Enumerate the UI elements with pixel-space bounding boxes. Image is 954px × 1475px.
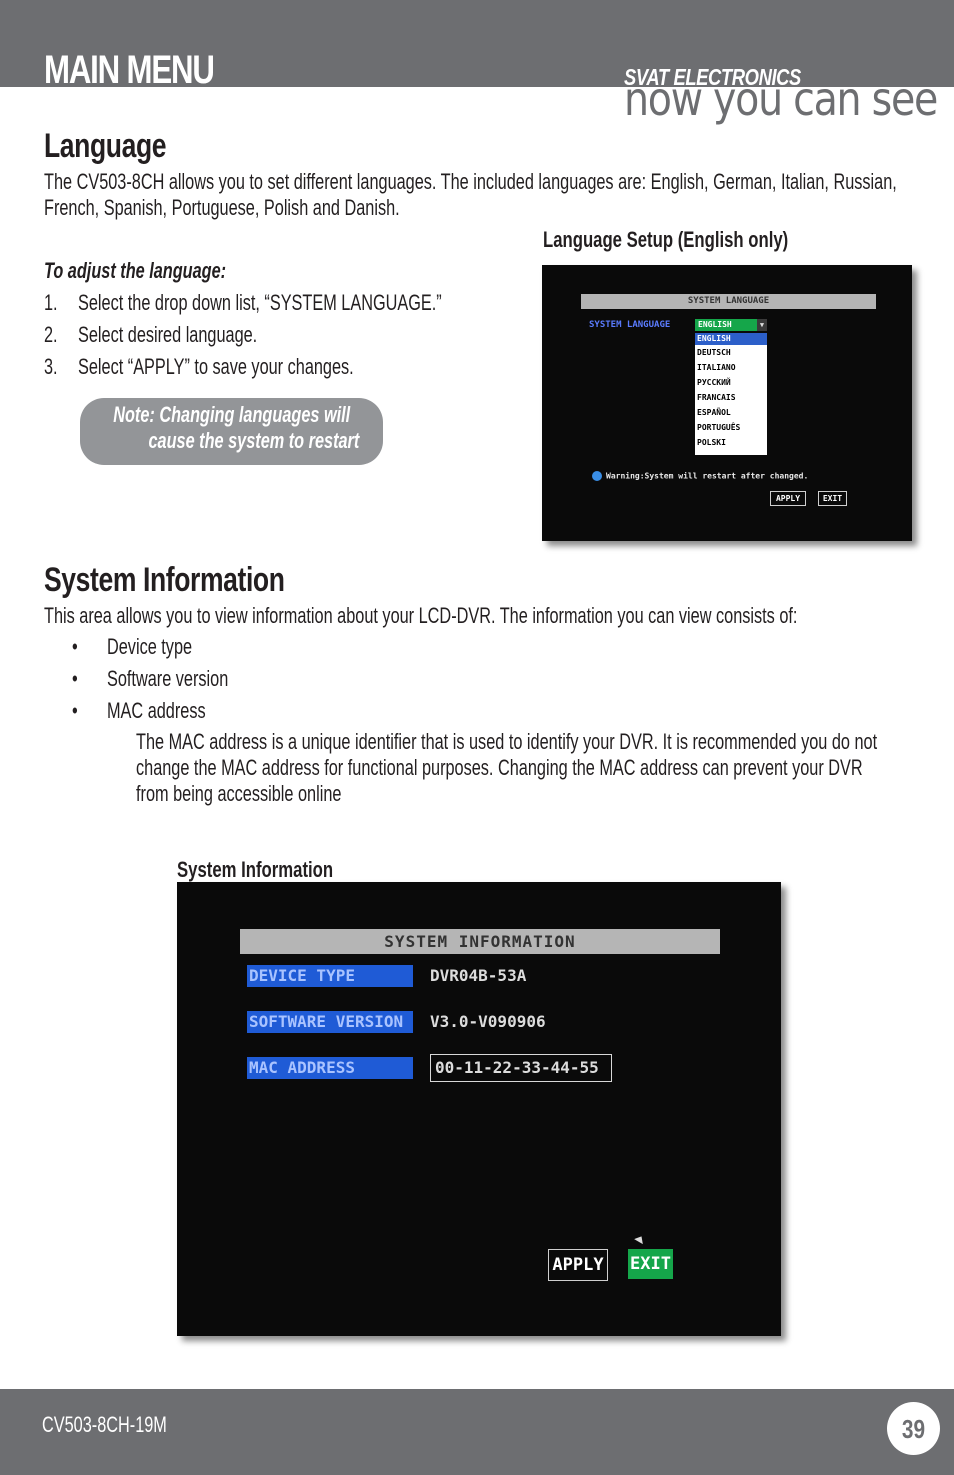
software-version-value: V3.0-V090906: [430, 1012, 546, 1031]
footer-band: [0, 1389, 954, 1475]
note-line-1: Note: Changing languages will: [113, 402, 351, 427]
device-type-label: DEVICE TYPE: [247, 965, 413, 987]
info-globe-icon: [592, 471, 602, 481]
exit-button[interactable]: EXIT: [818, 491, 847, 506]
language-option[interactable]: ITALIANO: [697, 363, 736, 372]
language-figure-caption: Language Setup (English only): [543, 227, 789, 252]
language-option[interactable]: DEUTSCH: [697, 348, 731, 357]
instructions-title: To adjust the language:: [44, 258, 227, 283]
mac-address-note: The MAC address is a unique identifier t…: [136, 729, 878, 806]
system-info-heading: System Information: [44, 561, 285, 599]
osd-title: SYSTEM LANGUAGE: [581, 294, 876, 309]
restart-warning: Warning:System will restart after change…: [592, 471, 808, 481]
software-version-label: SOFTWARE VERSION: [247, 1011, 413, 1033]
language-option[interactable]: FRANCAIS: [697, 393, 736, 402]
apply-button[interactable]: APPLY: [548, 1249, 608, 1281]
system-info-intro: This area allows you to view information…: [44, 603, 798, 628]
apply-button[interactable]: APPLY: [770, 491, 806, 506]
system-info-figure-caption: System Information: [177, 857, 334, 882]
language-option[interactable]: ENGLISH: [695, 333, 767, 345]
device-type-value: DVR04B-53A: [430, 966, 527, 985]
step-number: 2.: [44, 322, 58, 347]
warning-text: Warning:System will restart after change…: [606, 471, 809, 481]
step-text: Select “APPLY” to save your changes.: [78, 354, 354, 379]
language-options-list[interactable]: ENGLISH DEUTSCH ITALIANO РУССКИЙ FRANCAI…: [695, 333, 767, 455]
bullet-item: MAC address: [107, 698, 206, 723]
osd-title: SYSTEM INFORMATION: [240, 929, 720, 954]
language-option[interactable]: ESPAÑOL: [697, 408, 731, 417]
page-number: 39: [901, 1414, 926, 1444]
language-setup-screenshot: SYSTEM LANGUAGE SYSTEM LANGUAGE ENGLISH …: [542, 265, 912, 541]
bullet-icon: •: [72, 698, 78, 723]
brand-name: SVAT ELECTRONICS: [624, 64, 801, 90]
bullet-item: Software version: [107, 666, 229, 691]
page-number-badge: 39: [887, 1402, 940, 1455]
step-number: 3.: [44, 354, 58, 379]
page-title: MAIN MENU: [44, 48, 215, 92]
step-number: 1.: [44, 290, 58, 315]
exit-button[interactable]: EXIT: [628, 1249, 673, 1279]
note-text: Note: Changing languages will cause the …: [80, 402, 383, 454]
system-language-label: SYSTEM LANGUAGE: [589, 320, 671, 330]
language-option[interactable]: POLSKI: [697, 438, 726, 447]
footer-model-number: CV503-8CH-19M: [42, 1412, 167, 1437]
step-text: Select the drop down list, “SYSTEM LANGU…: [78, 290, 442, 315]
bullet-icon: •: [72, 634, 78, 659]
language-option[interactable]: РУССКИЙ: [697, 378, 731, 387]
language-intro: The CV503-8CH allows you to set differen…: [44, 169, 897, 220]
system-info-screenshot: SYSTEM INFORMATION DEVICE TYPE DVR04B-53…: [177, 882, 781, 1336]
step-text: Select desired language.: [78, 322, 258, 347]
chevron-down-icon[interactable]: ▼: [757, 319, 767, 331]
system-language-dropdown[interactable]: ENGLISH ▼: [695, 319, 767, 331]
language-option[interactable]: PORTUGUÊS: [697, 423, 741, 432]
dropdown-value: ENGLISH: [698, 320, 732, 329]
header-band: [0, 0, 954, 87]
mac-address-field[interactable]: 00-11-22-33-44-55: [430, 1054, 612, 1082]
bullet-item: Device type: [107, 634, 193, 659]
mac-address-label: MAC ADDRESS: [247, 1057, 413, 1079]
restart-note: Note: Changing languages will cause the …: [80, 398, 383, 465]
language-heading: Language: [44, 127, 167, 165]
note-line-2: cause the system to restart: [148, 428, 360, 453]
brand-tagline: now you can see: [624, 72, 938, 126]
mouse-cursor-icon: [634, 1233, 646, 1245]
bullet-icon: •: [72, 666, 78, 691]
